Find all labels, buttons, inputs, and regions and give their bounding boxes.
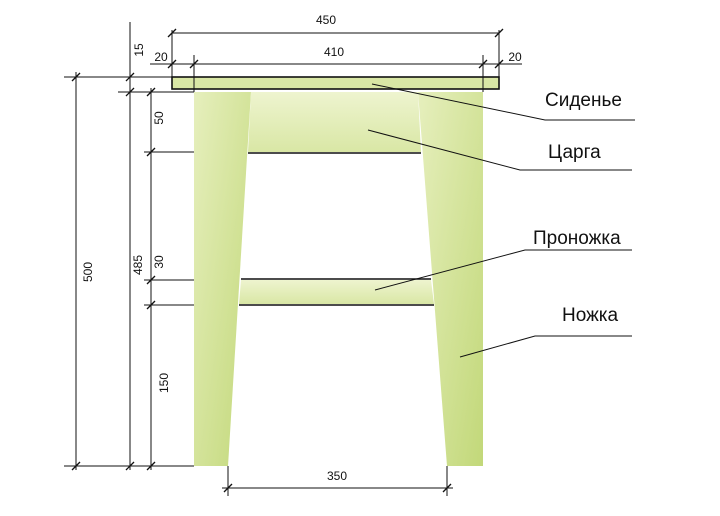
left-dimensions: 500 15 485 50 30 150: [64, 22, 194, 471]
stretcher: [239, 280, 434, 304]
apron: [248, 92, 421, 152]
label-seat: Сиденье: [545, 90, 622, 111]
dim-overhang-left: 20: [154, 50, 168, 64]
dim-total-height: 500: [81, 262, 95, 282]
left-leg: [194, 92, 251, 466]
seat-board: [171, 76, 500, 90]
stool-body: [171, 76, 500, 466]
bottom-dimension: 350: [222, 466, 453, 496]
top-dimensions: 450 410 20 20: [150, 13, 522, 92]
right-leg: [418, 92, 483, 466]
label-leg: Ножка: [562, 305, 619, 326]
callouts: Сиденье Царга Проножка Ножка: [367, 83, 635, 358]
dim-bottom-width: 350: [327, 469, 347, 483]
dim-seat-thickness: 15: [132, 43, 146, 57]
dim-inner-width: 410: [324, 45, 344, 59]
label-apron: Царга: [548, 142, 601, 163]
dim-overhang-right: 20: [508, 50, 522, 64]
dim-apron-height: 50: [152, 111, 166, 125]
dim-total-width: 450: [316, 13, 336, 27]
dim-stretcher-elevation: 150: [157, 373, 171, 393]
label-stretcher: Проножка: [533, 228, 621, 249]
dim-leg-height: 485: [131, 255, 145, 275]
dim-stretcher-height: 30: [152, 255, 166, 269]
